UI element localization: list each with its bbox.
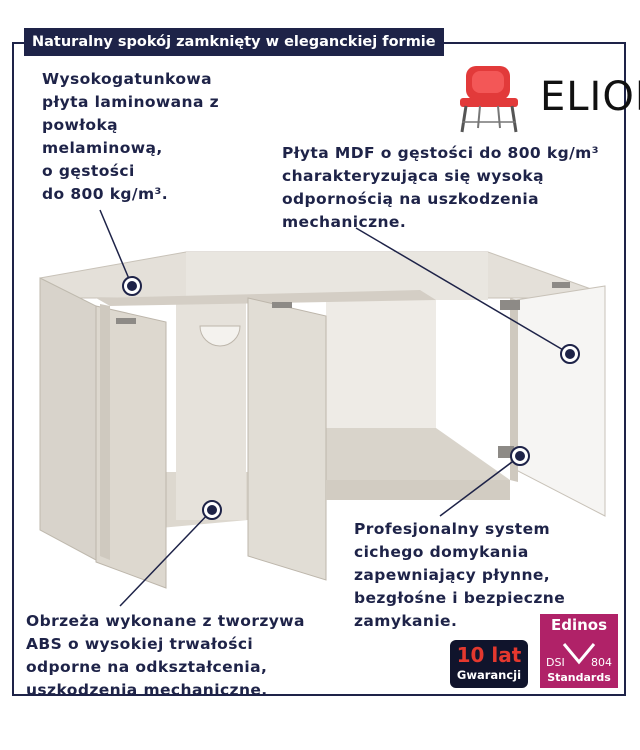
- callout-dot-bottom-right: [510, 446, 530, 466]
- warranty-years: 10 lat: [456, 643, 522, 667]
- checkmark-icon: [562, 643, 596, 665]
- brand-logo-text: ELIOR: [540, 74, 640, 120]
- callout-line-top-left: [99, 209, 133, 287]
- tagline-banner: Naturalny spokój zamknięty w eleganckiej…: [24, 28, 444, 56]
- callout-dot-bottom-left: [202, 500, 222, 520]
- callout-line-bottom-left: [119, 509, 213, 607]
- callout-dot-top-left: [122, 276, 142, 296]
- edinos-name: Edinos: [550, 616, 608, 634]
- red-chair-icon: [460, 66, 518, 133]
- callout-line-top-right: [355, 227, 571, 355]
- edinos-badge: Edinos DSI 804 Standards: [540, 614, 618, 688]
- callout-dot-top-right: [560, 344, 580, 364]
- annotation-mdf: Płyta MDF o gęstości do 800 kg/m³ charak…: [282, 144, 599, 231]
- annotation-abs-edges: Obrzeża wykonane z tworzywa ABS o wysoki…: [26, 612, 305, 699]
- edinos-standards: Standards: [547, 671, 611, 684]
- warranty-label: Gwarancji: [456, 668, 522, 682]
- annotation-laminate: Wysokogatunkowa płyta laminowana z powło…: [42, 70, 220, 203]
- callout-line-bottom-right: [439, 455, 521, 517]
- edinos-code: 804: [591, 656, 612, 669]
- annotation-soft-close: Profesjonalny system cichego domykania z…: [354, 520, 566, 630]
- edinos-dsi: DSI: [546, 656, 565, 669]
- warranty-badge: 10 lat Gwarancji: [450, 640, 528, 688]
